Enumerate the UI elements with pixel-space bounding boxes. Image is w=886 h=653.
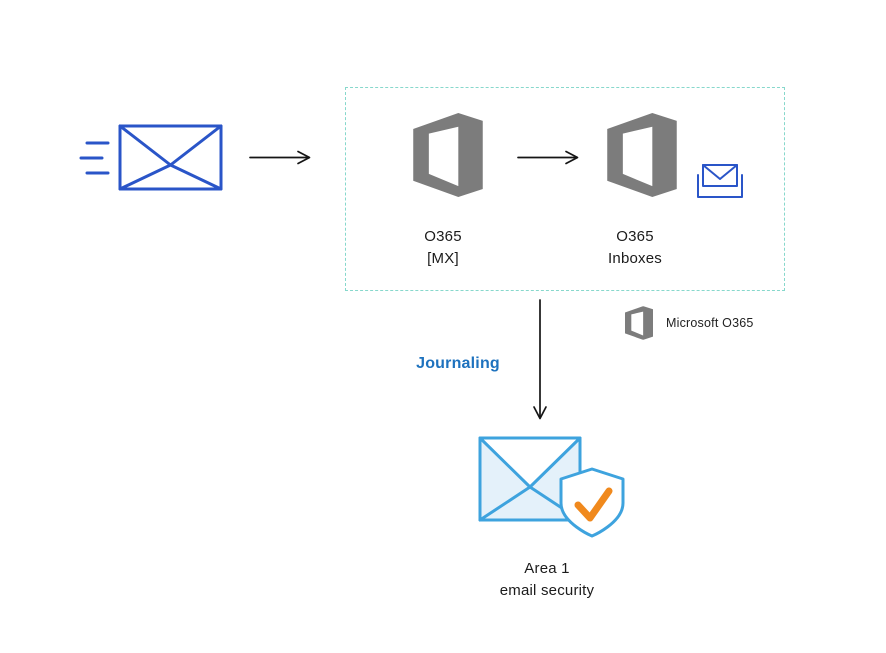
- o365-mx-label: O365 [MX]: [424, 228, 462, 267]
- speed-lines-icon: [79, 141, 110, 175]
- o365-boundary-box: [345, 87, 785, 291]
- o365-inboxes-label: O365 Inboxes: [608, 228, 662, 267]
- flow-arrow-mx-to-inboxes: [517, 150, 579, 165]
- office365-legend-icon: [625, 306, 653, 340]
- journaling-label: Journaling: [416, 355, 500, 372]
- checkmark-icon: [574, 487, 613, 522]
- office365-mx-icon: [412, 113, 484, 197]
- microsoft-o365-legend-label: Microsoft O365: [666, 316, 754, 330]
- incoming-email-envelope-icon: [79, 124, 223, 191]
- area1-label: Area 1 email security: [499, 560, 595, 599]
- flow-arrow-incoming-to-o365: [249, 150, 311, 165]
- envelope-in-tray-icon: [697, 164, 743, 198]
- area1-security-icon: [478, 436, 625, 538]
- shield-icon: [559, 467, 625, 538]
- journaling-arrow: [533, 299, 547, 420]
- office365-inboxes-icon: [606, 113, 678, 197]
